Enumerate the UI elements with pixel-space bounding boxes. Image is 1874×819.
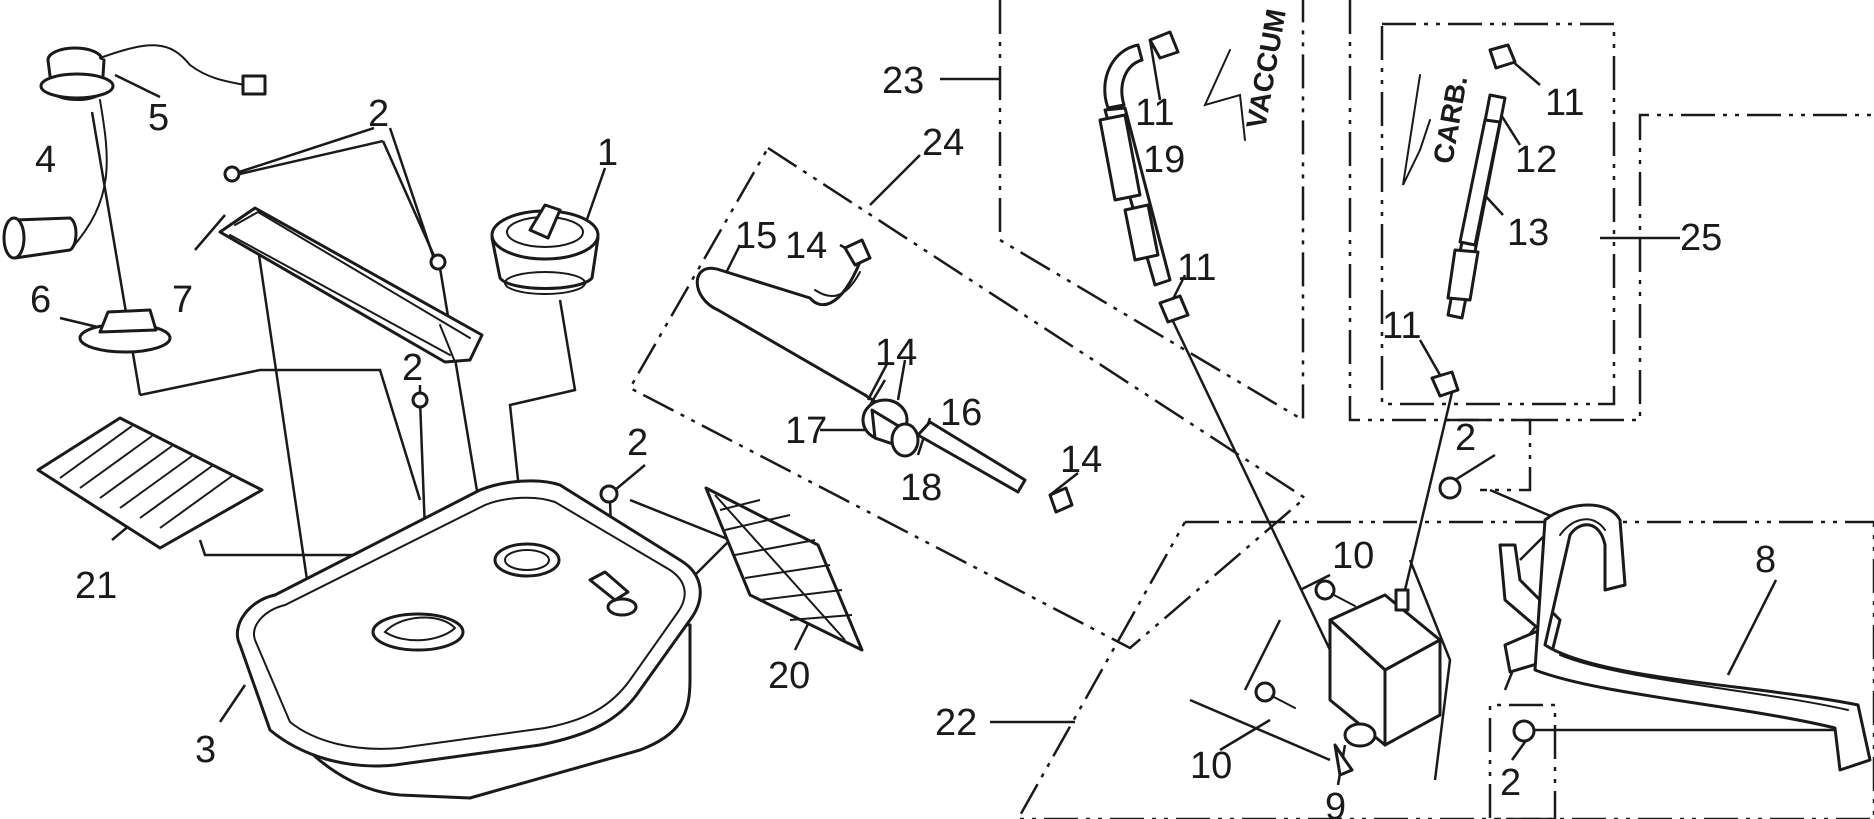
callout-10-upper: 10 [1332, 535, 1374, 577]
callout-2-mount: 2 [402, 347, 423, 389]
callout-1: 1 [597, 132, 618, 174]
fuel-cap [490, 203, 600, 295]
callout-20: 20 [768, 655, 810, 697]
callout-10-lower: 10 [1190, 745, 1232, 787]
callout-2-tank: 2 [627, 422, 648, 464]
clip-11b [1158, 294, 1190, 324]
callout-pointers [59, 39, 1778, 786]
group-24-boundary [628, 146, 1308, 650]
fuel-hoses [695, 260, 1027, 494]
carb-note: CARB. [1402, 73, 1473, 186]
callout-2-strap: 2 [368, 93, 389, 135]
clip-11c [1488, 43, 1517, 70]
callout-2-lower: 2 [1500, 762, 1521, 804]
clamp-14c [1048, 486, 1074, 514]
bolt-10b [1254, 681, 1276, 703]
callout-11-vac-bottom: 11 [1177, 247, 1216, 289]
callout-21: 21 [75, 565, 117, 607]
callout-14-middle: 14 [875, 332, 917, 374]
heat-shield-21 [36, 416, 264, 550]
leader-bracket-2-bottom [1488, 703, 1557, 819]
tank-bracket [1533, 503, 1872, 772]
callout-14-right: 14 [1060, 439, 1102, 481]
callout-25: 25 [1680, 217, 1722, 259]
callout-8: 8 [1755, 539, 1776, 581]
nut-2f [1512, 719, 1536, 743]
pump-bolts [1254, 579, 1356, 709]
fuel-level-sender [2, 44, 267, 260]
callout-11-vac-top: 11 [1135, 92, 1174, 134]
callout-6: 6 [30, 279, 51, 321]
fuel-filter [861, 398, 920, 458]
callout-5: 5 [148, 97, 169, 139]
carb-label: CARB. [1427, 73, 1473, 166]
nut-2b [429, 253, 447, 271]
hose-clamps [843, 238, 1074, 514]
callout-11-carb-bottom: 11 [1382, 305, 1421, 347]
callout-7: 7 [172, 279, 193, 321]
callout-14-top: 14 [785, 225, 827, 267]
nut-2c [411, 391, 429, 409]
group-25-boundary [1348, 0, 1874, 422]
sender-gasket [78, 308, 172, 354]
nut-2e [1438, 476, 1462, 500]
callout-13: 13 [1507, 212, 1549, 254]
callout-24: 24 [922, 122, 964, 164]
group-22-boundary [1016, 520, 1874, 819]
callout-18: 18 [900, 467, 942, 509]
group-25-inner-frame [1380, 22, 1616, 406]
bolt-10a [1314, 579, 1336, 601]
callout-4: 4 [35, 139, 56, 181]
callout-3: 3 [195, 729, 216, 771]
clip-11a [1148, 30, 1180, 60]
hose-clips [1148, 30, 1517, 398]
vacuum-label: VACCUM [1240, 7, 1292, 131]
callout-2-bracket: 2 [1455, 417, 1476, 459]
group-23-boundary [998, 0, 1305, 423]
carb-hose [1446, 93, 1507, 320]
callout-12: 12 [1515, 139, 1557, 181]
callout-19: 19 [1143, 139, 1185, 181]
callout-16: 16 [940, 392, 982, 434]
callout-22: 22 [935, 702, 977, 744]
leader-bracket-2-right [1445, 418, 1532, 492]
callout-labels: 1 2 2 2 2 2 3 4 5 6 7 8 9 10 10 11 11 11… [30, 60, 1776, 819]
group-boundaries [628, 0, 1874, 819]
filler-neck [493, 542, 561, 578]
clip-11d [1430, 370, 1460, 398]
callout-17: 17 [785, 410, 827, 452]
vacuum-hose [1098, 43, 1172, 287]
nuts [223, 165, 1536, 743]
sender-connector [241, 74, 267, 96]
callout-23: 23 [882, 60, 924, 102]
callout-11-carb-top: 11 [1545, 82, 1584, 124]
nut-2d [599, 484, 619, 504]
tank-strap [218, 206, 484, 364]
fuel-pump [1328, 588, 1442, 777]
fuel-tank [236, 479, 702, 800]
callout-15: 15 [735, 215, 777, 257]
heat-shield-20 [704, 486, 864, 652]
vacuum-note: VACCUM [1203, 7, 1292, 141]
clamp-14a [843, 238, 872, 267]
nut-2a [223, 165, 241, 183]
callout-9: 9 [1325, 786, 1346, 819]
